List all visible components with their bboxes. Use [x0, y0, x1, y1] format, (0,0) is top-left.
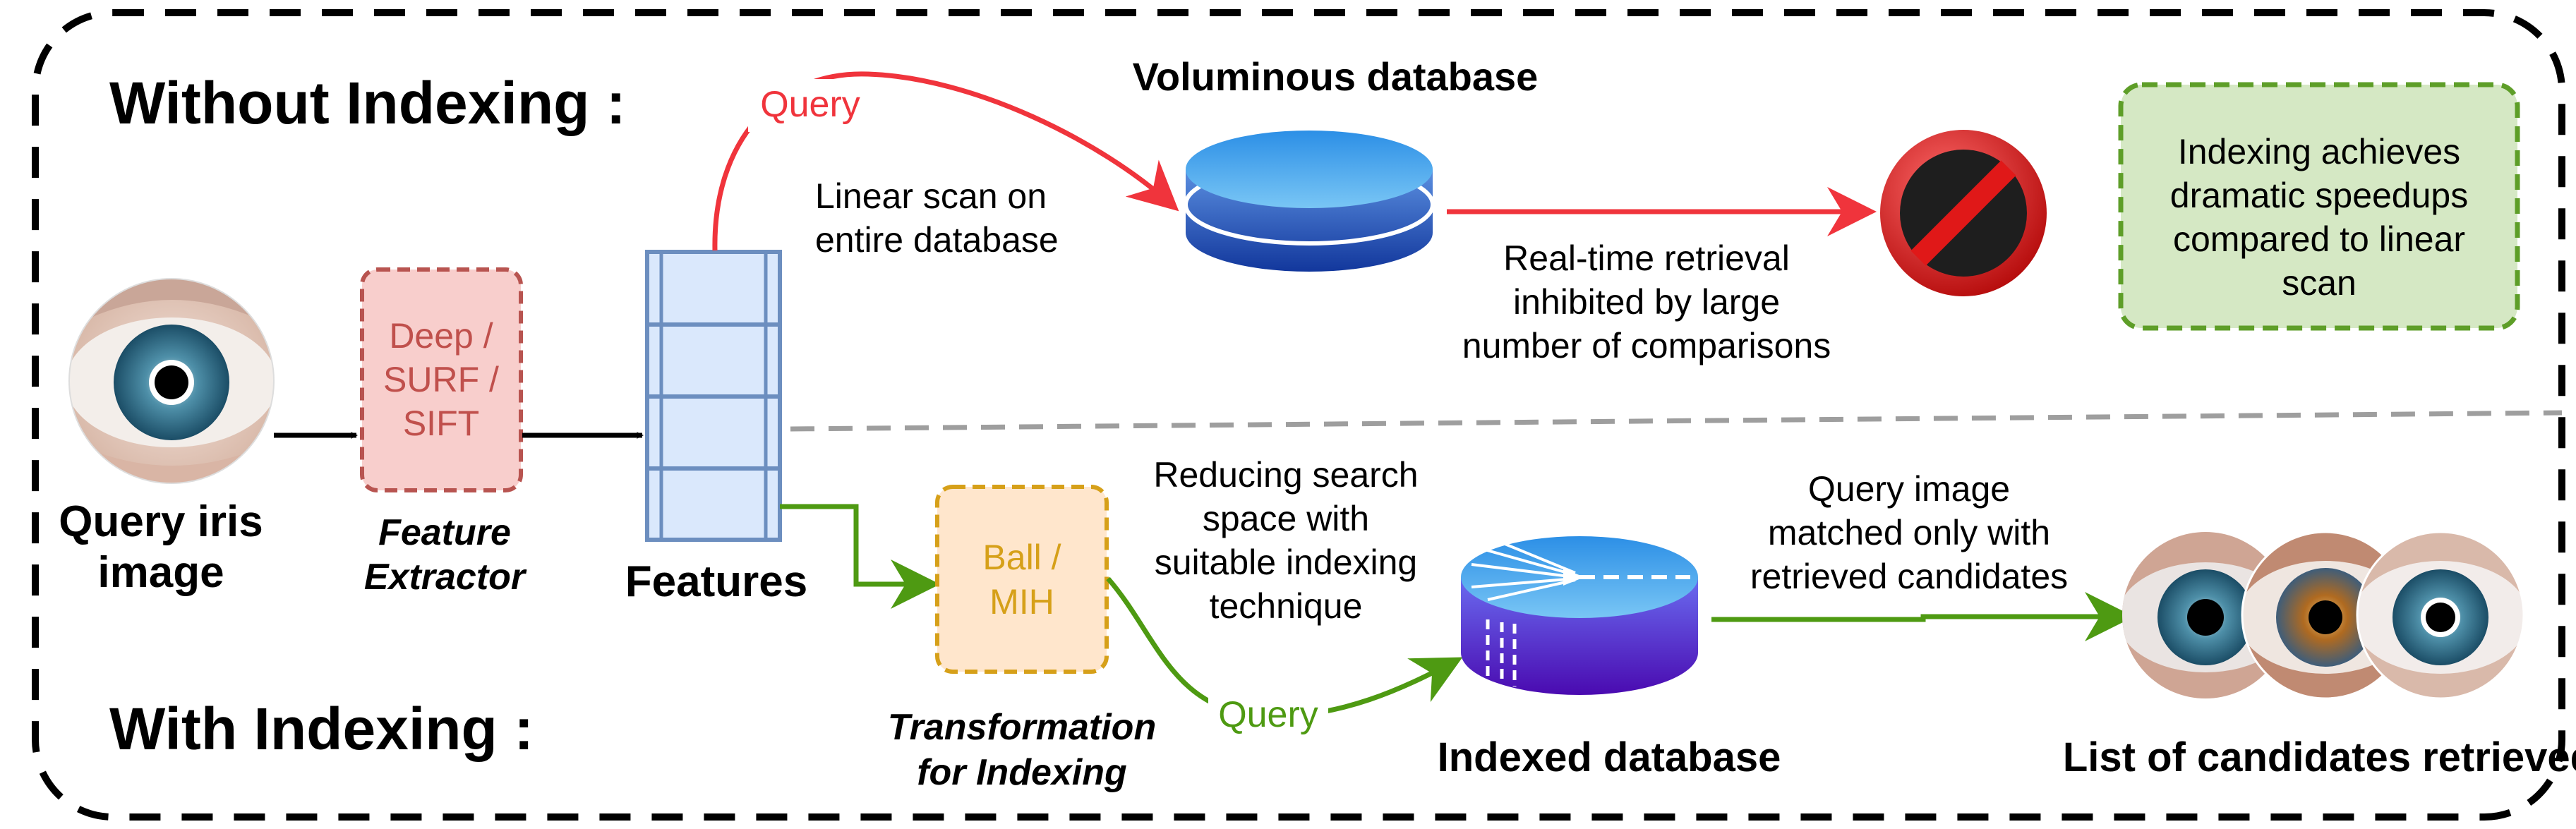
arrow-features-to-transform — [780, 504, 940, 609]
query-image-label-2: image — [97, 548, 224, 597]
extractor-line2: SURF / — [383, 360, 499, 399]
linear-scan-line1: Linear scan on — [815, 176, 1047, 216]
section-divider — [790, 410, 2563, 432]
indexed-db-title: Indexed database — [1438, 734, 1781, 780]
transform-line1: Ball / — [982, 538, 1061, 577]
speedup-note-box — [2118, 82, 2520, 331]
transform-box — [935, 485, 1109, 674]
note-line1: Indexing achieves — [2178, 132, 2460, 171]
candidates-title: List of candidates retrieved — [2063, 734, 2576, 780]
linear-scan-line2: entire database — [815, 220, 1059, 260]
arrow-db-to-candidates — [1711, 592, 2134, 641]
features-table — [645, 250, 782, 542]
extractor-line3: SIFT — [403, 404, 479, 443]
query-arrow-top — [712, 71, 1179, 251]
realtime-line3: number of comparisons — [1462, 326, 1831, 365]
extractor-line1: Deep / — [389, 316, 493, 356]
transform-caption-2: for Indexing — [917, 752, 1127, 793]
query-eye-icon — [68, 278, 275, 484]
transform-line2: MIH — [989, 582, 1054, 622]
voluminous-db-title: Voluminous database — [1133, 54, 1539, 99]
extractor-caption-1: Feature — [378, 512, 511, 553]
features-label: Features — [625, 557, 807, 606]
with-indexing-title: With Indexing : — [109, 696, 534, 762]
query-image-label: Query iris — [59, 497, 263, 546]
note-line2: dramatic speedups — [2170, 176, 2468, 215]
note-line3: compared to linear — [2173, 219, 2465, 259]
reduce-line2: space with — [1203, 499, 1369, 538]
query-label-bottom: Query — [1218, 694, 1318, 735]
reduce-line1: Reducing search — [1153, 455, 1418, 495]
candidate-eye-3-icon — [2356, 531, 2525, 700]
feature-extractor-box — [360, 267, 523, 492]
realtime-line2: inhibited by large — [1513, 282, 1780, 322]
transform-caption-1: Transformation — [888, 707, 1156, 748]
match-line1: Query image — [1808, 469, 2010, 509]
match-line3: retrieved candidates — [1750, 557, 2068, 596]
extractor-caption-2: Extractor — [364, 557, 527, 598]
prohibited-icon — [1880, 130, 2047, 296]
note-line4: scan — [2282, 263, 2357, 303]
voluminous-database-icon — [1184, 131, 1435, 272]
reduce-line3: suitable indexing — [1155, 543, 1418, 582]
without-indexing-title: Without Indexing : — [109, 70, 626, 136]
match-line2: matched only with — [1768, 513, 2050, 552]
realtime-line1: Real-time retrieval — [1503, 238, 1790, 278]
outer-frame — [32, 9, 2565, 821]
query-label-top: Query — [760, 84, 860, 125]
reduce-line4: technique — [1210, 586, 1363, 626]
indexed-database-icon — [1461, 536, 1698, 695]
